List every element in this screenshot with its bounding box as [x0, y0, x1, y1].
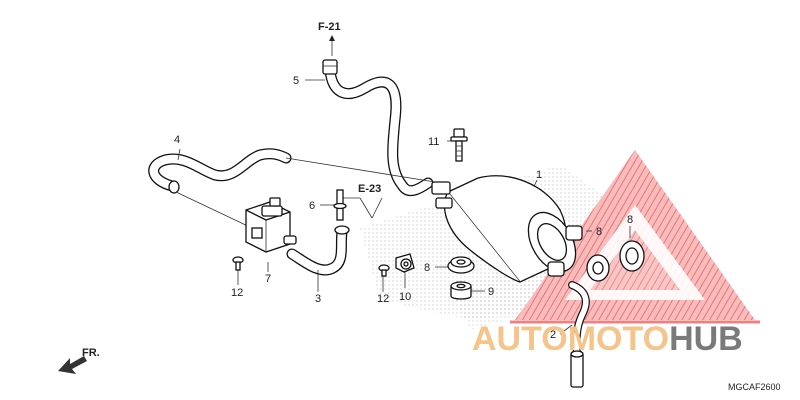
clamp-10 [395, 253, 415, 273]
callout-9: 9 [488, 286, 494, 298]
joint-6 [333, 189, 347, 221]
callout-2: 2 [550, 329, 556, 341]
callout-10: 10 [399, 291, 411, 303]
bolt-11 [450, 128, 468, 162]
screw-12-right [378, 264, 390, 277]
solenoid-valve-7 [245, 197, 297, 253]
callout-5: 5 [293, 75, 299, 87]
callout-12-right: 12 [377, 293, 389, 305]
reference-e23: E-23 [358, 183, 381, 195]
hose-2 [568, 281, 590, 388]
canister-1 [431, 175, 583, 283]
hose-3 [286, 225, 350, 276]
callout-8-a: 8 [596, 226, 602, 238]
grommet-8-left [447, 256, 475, 274]
callout-8-b: 8 [627, 214, 633, 226]
grommet-8-right [619, 240, 645, 272]
front-arrow: FR. [58, 347, 100, 374]
callout-8-c: 8 [424, 262, 430, 274]
reference-f21: F-21 [318, 21, 341, 33]
screw-12-left [232, 256, 244, 271]
callout-6: 6 [309, 200, 315, 212]
watermark-text: AUTOMOTOHUB [472, 320, 743, 358]
hose-4 [148, 148, 292, 194]
callout-12-left: 12 [231, 287, 243, 299]
callout-11: 11 [428, 136, 439, 148]
grommet-8-mid [586, 254, 610, 282]
callout-4: 4 [174, 134, 180, 146]
diagram-code: MGCAF2600 [728, 382, 781, 392]
callout-1: 1 [536, 169, 542, 181]
callout-3: 3 [315, 293, 321, 305]
front-marker: FR. [82, 347, 100, 359]
collar-9 [450, 281, 472, 300]
hose-5 [322, 59, 434, 197]
callout-7: 7 [265, 273, 271, 285]
